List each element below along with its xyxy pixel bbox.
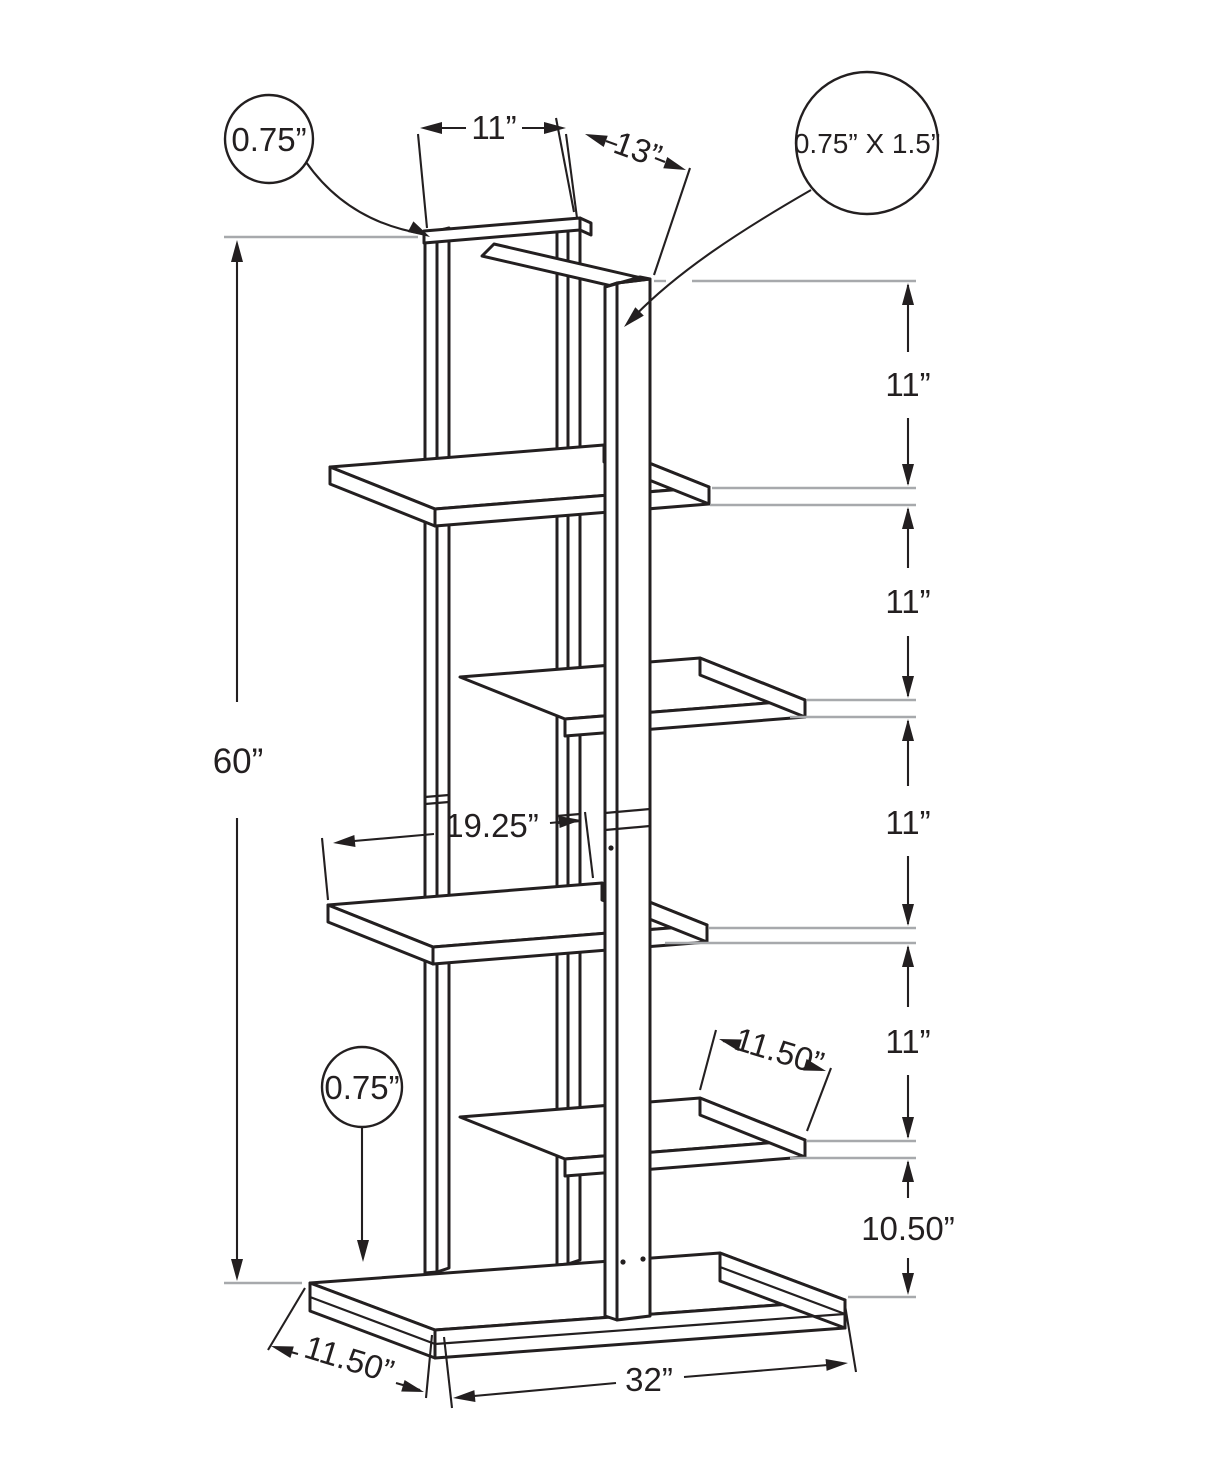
dim-overall-width: 32” [442,1304,858,1409]
central-post-top-face [603,275,652,289]
dim-middle-shelf-width: 19.25” [320,807,595,901]
callout-top-right: 0.75” X 1.5” [624,70,940,327]
callout-bottom-left-label: 0.75” [324,1069,399,1106]
callout-top-right-label: 0.75” X 1.5” [794,128,940,159]
back-left-post [423,229,439,1275]
dim-top-width: 11” [416,109,579,229]
dim-top-width-label: 11” [471,109,516,146]
dim-upper-shelf-depth-label: 11.50” [730,1020,828,1082]
screw-dot [620,1259,626,1265]
central-post [603,275,652,1322]
screw-dot [640,1256,646,1262]
dim-gap-1-label: 11” [885,366,930,403]
dim-right-chain: 11” 11” 11” 11” 10.50” [861,283,955,1295]
callout-bottom-left: 0.75” [320,1045,404,1262]
dim-gap-2-label: 11” [885,583,930,620]
dim-gap-5-label: 10.50” [861,1210,955,1247]
dim-middle-width-label: 19.25” [445,807,539,844]
dim-top-depth-label: 13” [609,124,666,175]
top-rail-end-cap [578,216,593,237]
central-post-left-face [603,281,619,1322]
callout-top-left-circle [223,93,315,185]
extension-lines [224,235,916,1299]
dim-height-label: 60” [213,742,264,781]
callout-top-left-label: 0.75” [231,121,306,158]
central-post-front-face [615,277,652,1322]
dim-gap-3-label: 11” [885,804,930,841]
shelf-1 [328,443,711,528]
dim-gap-4-label: 11” [885,1023,930,1060]
callout-top-right-circle [794,70,940,216]
callout-bottom-left-circle [320,1045,404,1129]
bottom-shelf [308,1251,847,1360]
dim-overall-width-label: 32” [625,1361,673,1398]
callout-top-left: 0.75” [223,93,430,237]
screw-dot [608,845,614,851]
dim-overall-height: 60” [213,240,264,1281]
back-left-post-side [435,226,451,1274]
